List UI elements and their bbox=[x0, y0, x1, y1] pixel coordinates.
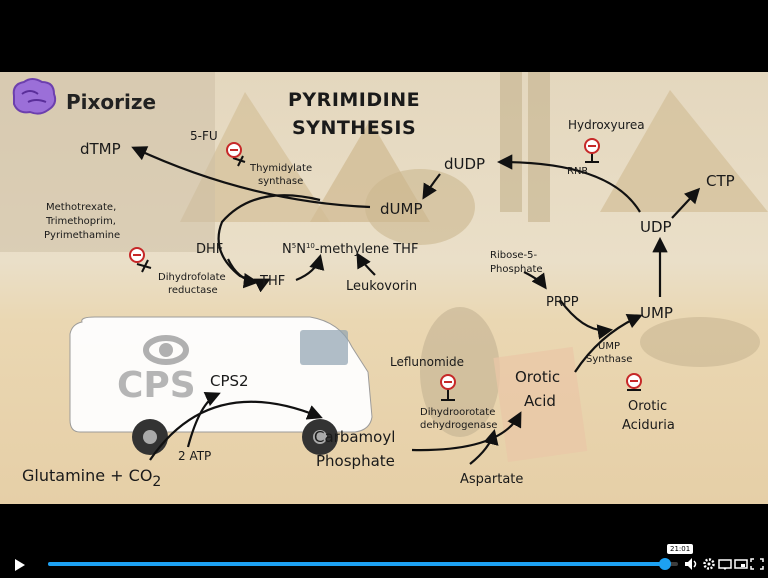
brand-name: Pixorize bbox=[66, 90, 156, 114]
thymidylate-synthase-label-2: synthase bbox=[258, 176, 303, 187]
column-left bbox=[500, 72, 522, 212]
thf-label: THF bbox=[259, 274, 285, 289]
orotic-aciduria-label-2: Aciduria bbox=[622, 418, 675, 433]
glutamine-co2-label: Glutamine + CO2 bbox=[22, 466, 161, 490]
slide-title-line2: SYNTHESIS bbox=[292, 117, 416, 139]
camel bbox=[640, 317, 760, 367]
methotrexate-label-3: Pyrimethamine bbox=[44, 230, 120, 241]
five-fu-label: 5-FU bbox=[190, 129, 218, 143]
rnr-label: RNR bbox=[567, 166, 588, 177]
video-frame[interactable]: CPS Pixorize PYRIMIDINE SYNTHESIS bbox=[0, 72, 768, 504]
progress-fill bbox=[48, 562, 665, 566]
hydroxyurea-label: Hydroxyurea bbox=[568, 118, 645, 132]
dtmp-label: dTMP bbox=[80, 140, 121, 158]
time-tooltip: 21:01 bbox=[667, 544, 693, 554]
cast-button[interactable] bbox=[718, 556, 732, 572]
atp-label: 2 ATP bbox=[178, 449, 211, 463]
play-button[interactable] bbox=[10, 556, 28, 574]
methotrexate-label-2: Trimethoprim, bbox=[45, 216, 116, 227]
inhibit-icon bbox=[585, 139, 599, 153]
methylene-thf-label: N5N10-methylene THF bbox=[282, 242, 418, 257]
van-logo-text: CPS bbox=[117, 365, 196, 406]
thymidylate-synthase-label-1: Thymidylate bbox=[249, 163, 312, 174]
picture-in-picture-icon bbox=[734, 556, 748, 572]
orotic-acid-label-1: Orotic bbox=[515, 368, 560, 386]
dihydroorotate-dehydrogenase-label-2: dehydrogenase bbox=[420, 420, 497, 431]
arrow-leukovorin bbox=[358, 255, 375, 275]
dihydrofolate-reductase-label-2: reductase bbox=[168, 285, 218, 296]
methotrexate-label-1: Methotrexate, bbox=[46, 202, 116, 213]
cps2-label: CPS2 bbox=[210, 372, 249, 390]
slide-title-line1: PYRIMIDINE bbox=[288, 89, 420, 111]
progress-bar[interactable] bbox=[48, 562, 678, 566]
carbamoyl-phosphate-label-1: Carbamoyl bbox=[314, 428, 395, 446]
arrow-thf-to-methylene bbox=[296, 257, 320, 280]
pip-button[interactable] bbox=[734, 556, 748, 572]
settings-button[interactable] bbox=[702, 556, 716, 572]
inhibit-icon bbox=[441, 375, 455, 389]
fullscreen-button[interactable] bbox=[750, 556, 764, 572]
dudp-label: dUDP bbox=[444, 155, 485, 173]
orotic-aciduria-label-1: Orotic bbox=[628, 399, 667, 414]
ump-synthase-label-2: Synthase bbox=[586, 354, 632, 365]
inhibit-icon bbox=[227, 143, 241, 157]
ump-synthase-label-1: UMP bbox=[598, 341, 620, 352]
dump-label: dUMP bbox=[380, 200, 423, 218]
leflunomide-label: Leflunomide bbox=[390, 355, 464, 369]
udp-label: UDP bbox=[640, 218, 672, 236]
prpp-label: PRPP bbox=[546, 295, 579, 310]
dihydroorotate-dehydrogenase-label-1: Dihydroorotate bbox=[420, 407, 495, 418]
dhf-label: DHF bbox=[196, 242, 223, 257]
cast-icon bbox=[718, 556, 732, 572]
aspartate-label: Aspartate bbox=[460, 472, 523, 487]
ump-label: UMP bbox=[640, 304, 673, 322]
fullscreen-icon bbox=[750, 556, 764, 572]
volume-button[interactable] bbox=[684, 556, 698, 572]
column-right bbox=[528, 72, 550, 222]
ribose-phosphate-label-1: Ribose-5- bbox=[490, 250, 538, 261]
slide-illustration: CPS Pixorize PYRIMIDINE SYNTHESIS bbox=[0, 72, 768, 504]
dihydrofolate-reductase-label-1: Dihydrofolate bbox=[158, 272, 226, 283]
volume-icon bbox=[684, 556, 698, 572]
gear-icon bbox=[702, 556, 716, 572]
ctp-label: CTP bbox=[706, 172, 735, 190]
inhibit-icon bbox=[130, 248, 144, 262]
play-icon bbox=[10, 556, 28, 574]
ribose-phosphate-label-2: Phosphate bbox=[490, 264, 543, 275]
arrow-aspartate bbox=[470, 432, 494, 464]
inhibit-icon bbox=[627, 374, 641, 388]
brain-icon bbox=[14, 79, 55, 114]
orotic-acid-label-2: Acid bbox=[524, 392, 556, 410]
carbamoyl-phosphate-label-2: Phosphate bbox=[316, 452, 395, 470]
player-controls: 21:01 bbox=[0, 504, 768, 576]
progress-handle[interactable] bbox=[659, 558, 671, 570]
leukovorin-label: Leukovorin bbox=[346, 279, 417, 294]
